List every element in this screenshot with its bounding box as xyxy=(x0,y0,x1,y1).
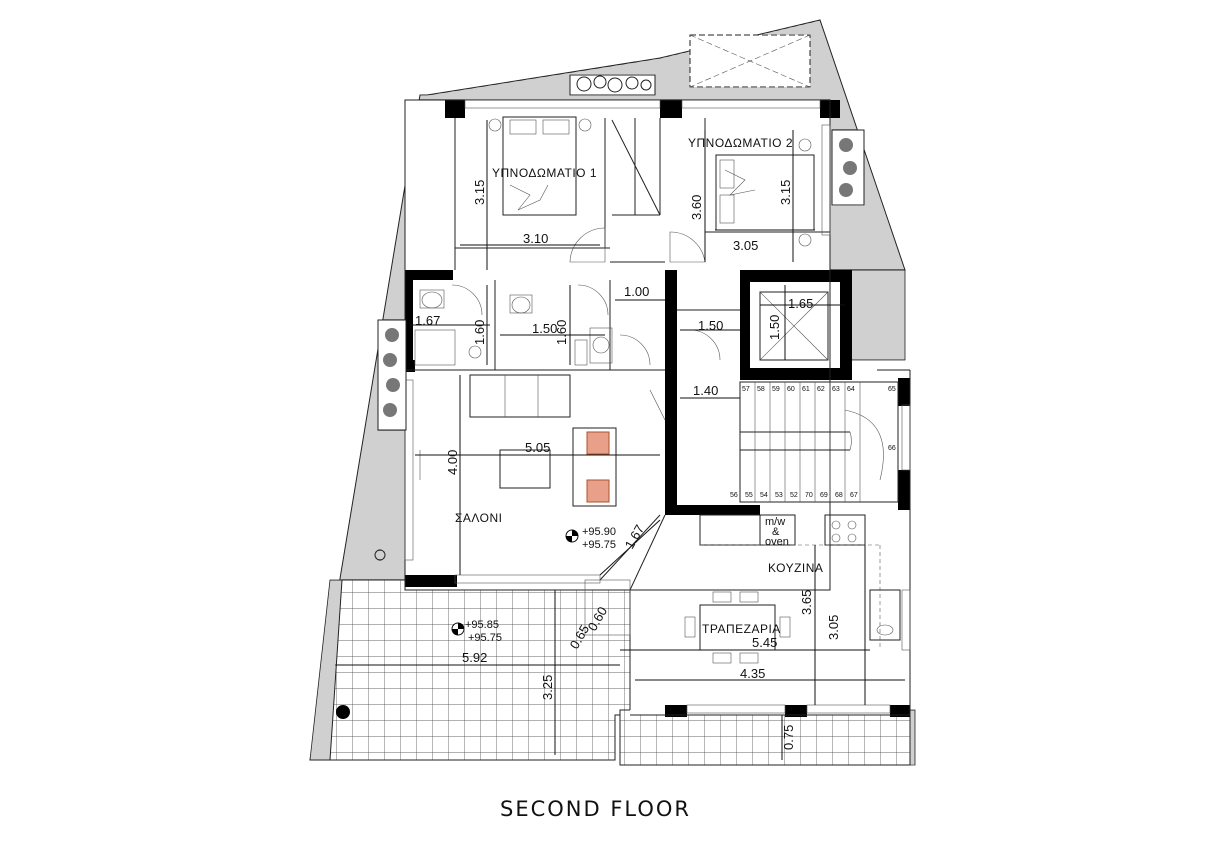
step-number: 66 xyxy=(888,445,896,452)
dim-bath1-width: 1.67 xyxy=(415,313,440,328)
step-number: 68 xyxy=(835,492,843,499)
step-number: 69 xyxy=(820,492,828,499)
level-markers xyxy=(451,529,579,636)
kitchen-counter xyxy=(699,514,901,650)
dim-kitchen-h2: 3.05 xyxy=(826,615,841,640)
dim-bath2-width: 1.50 xyxy=(532,321,557,336)
dim-terrace-height: 3.25 xyxy=(540,675,555,700)
bath-fixtures xyxy=(414,289,613,366)
dining-label: ΤΡΑΠΕΖΑΡΙΑ xyxy=(702,622,781,636)
step-number: 52 xyxy=(790,492,798,499)
stair-numbers: 57 58 59 60 61 62 63 64 65 66 56 55 54 5… xyxy=(730,386,896,499)
bedroom1-label: ΥΠΝΟΔΩΜΑΤΙΟ 1 xyxy=(492,166,597,180)
dim-corridor: 1.00 xyxy=(624,284,649,299)
walls xyxy=(405,100,910,717)
dim-lift-height: 1.50 xyxy=(767,315,782,340)
dim-b1-width: 3.10 xyxy=(523,231,548,246)
step-number: 56 xyxy=(730,492,738,499)
dim-living-height: 4.00 xyxy=(445,450,460,475)
dim-bath1-height: 1.60 xyxy=(472,320,487,345)
dim-lift-width: 1.65 xyxy=(788,296,813,311)
bedroom2-label: ΥΠΝΟΔΩΜΑΤΙΟ 2 xyxy=(688,136,793,150)
dimension-lines xyxy=(335,120,905,760)
step-number: 70 xyxy=(805,492,813,499)
planter-top xyxy=(569,74,656,96)
step-number: 64 xyxy=(847,386,855,393)
dim-dining-width: 5.45 xyxy=(752,635,777,650)
step-number: 59 xyxy=(772,386,780,393)
planter-right xyxy=(831,129,865,206)
dim-stair-width: 1.40 xyxy=(693,383,718,398)
bedroom1-bed xyxy=(488,116,592,216)
appliance-label-3: oven xyxy=(765,536,789,548)
appliance-label-1: m/w xyxy=(765,516,785,528)
living-furniture xyxy=(419,374,617,507)
terrace-plant xyxy=(336,705,350,719)
step-number: 60 xyxy=(787,386,795,393)
step-number: 62 xyxy=(817,386,825,393)
dim-hall-width: 1.50 xyxy=(698,318,723,333)
step-number: 58 xyxy=(757,386,765,393)
dim-balcony: 0.75 xyxy=(781,725,796,750)
dim-bath2-height: 1.60 xyxy=(554,320,569,345)
dim-kitchen-width: 4.35 xyxy=(740,666,765,681)
terrace-plant-small xyxy=(374,549,386,561)
staircase xyxy=(739,381,899,503)
dim-b1-height: 3.15 xyxy=(472,180,487,205)
living-label: ΣΑΛΟΝΙ xyxy=(455,511,503,525)
step-number: 54 xyxy=(760,492,768,499)
dim-b2-width: 3.05 xyxy=(733,238,758,253)
step-number: 63 xyxy=(832,386,840,393)
level-living-upper: +95.90 xyxy=(582,526,616,538)
planter-left xyxy=(377,319,407,431)
step-number: 65 xyxy=(888,386,896,393)
elevator xyxy=(759,291,829,361)
kitchen-label: ΚΟΥΖΙΝΑ xyxy=(768,561,823,575)
dim-wardrobe-height: 3.60 xyxy=(689,195,704,220)
step-number: 57 xyxy=(742,386,750,393)
level-terrace-lower: +95.75 xyxy=(468,632,502,644)
level-terrace-upper: +95.85 xyxy=(465,619,499,631)
appliance-label-2: & xyxy=(772,526,780,538)
dim-living-width: 5.05 xyxy=(525,440,550,455)
doors xyxy=(451,227,721,636)
windows xyxy=(404,99,911,714)
dim-kitchen-h1: 3.65 xyxy=(799,590,814,615)
step-number: 61 xyxy=(802,386,810,393)
dim-b2-height: 3.15 xyxy=(778,180,793,205)
step-number: 67 xyxy=(850,492,858,499)
step-number: 53 xyxy=(775,492,783,499)
dim-terrace-width: 5.92 xyxy=(462,650,487,665)
step-number: 55 xyxy=(745,492,753,499)
level-living-lower: +95.75 xyxy=(582,539,616,551)
skylight xyxy=(689,34,811,88)
plan-title: SECOND FLOOR xyxy=(500,797,691,821)
